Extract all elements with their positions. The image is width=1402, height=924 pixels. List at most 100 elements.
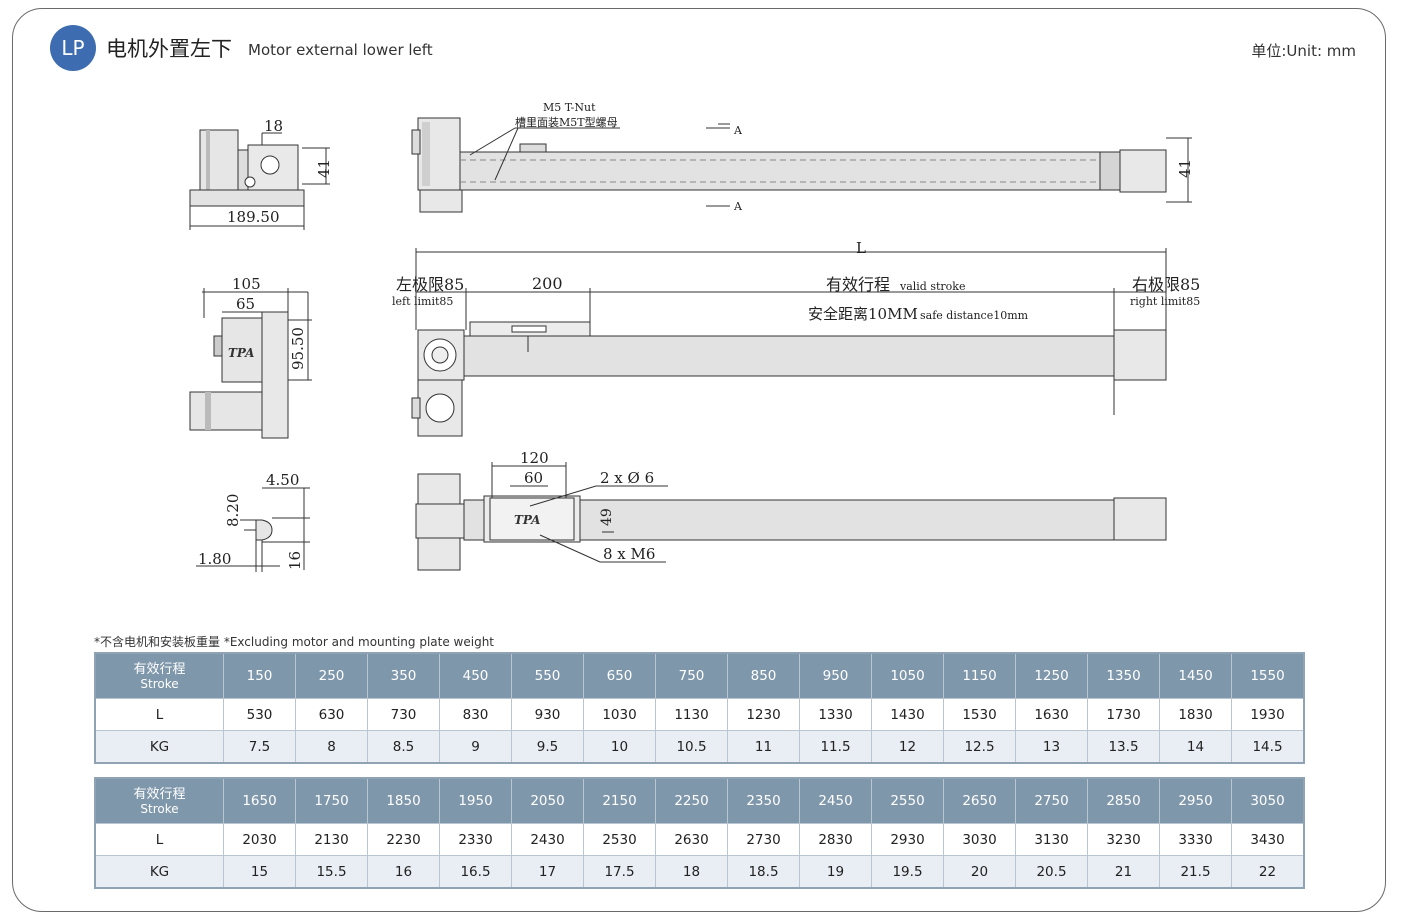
- table-cell: 1850: [367, 777, 440, 824]
- table-cell: 1250: [1015, 652, 1088, 699]
- table-cell: 16.5: [439, 855, 512, 889]
- tpa-logo-side: TPA: [228, 346, 254, 360]
- table-cell: 1130: [655, 698, 728, 731]
- dim-L: L: [856, 239, 866, 257]
- tpa-logo-plan: TPA: [514, 513, 540, 527]
- table-cell: 12: [871, 730, 944, 764]
- table-cell: 2850: [1087, 777, 1160, 824]
- table-cell: 1930: [1231, 698, 1305, 731]
- stroke-header-en: Stroke: [140, 676, 179, 691]
- t-nut-label: M5 T-Nut: [543, 101, 596, 114]
- table-cell: 10.5: [655, 730, 728, 764]
- table-cell: 530: [223, 698, 296, 731]
- left-limit-en: left limit85: [392, 295, 453, 308]
- table-cell: 2930: [871, 823, 944, 856]
- stroke-en: valid stroke: [899, 280, 965, 293]
- hole-spec: 2 x Ø 6: [600, 469, 654, 487]
- table-cell: 14: [1159, 730, 1232, 764]
- table-cell: 11.5: [799, 730, 872, 764]
- dim-41-end: 41: [1176, 159, 1194, 178]
- table-cell: 2530: [583, 823, 656, 856]
- safe-distance-cn: 安全距离10MM: [808, 305, 918, 323]
- table-cell: 2950: [1159, 777, 1232, 824]
- safe-distance-en: safe distance10mm: [920, 309, 1029, 322]
- lp-badge: LP: [50, 25, 96, 71]
- dim-95-50: 95.50: [289, 327, 307, 370]
- table-cell: 11: [727, 730, 800, 764]
- table-cell: 1830: [1159, 698, 1232, 731]
- dim-49: 49: [599, 508, 615, 526]
- table-cell: 650: [583, 652, 656, 699]
- table-cell: 2630: [655, 823, 728, 856]
- left-limit-cn: 左极限85: [396, 275, 464, 294]
- table-cell: 2150: [583, 777, 656, 824]
- stroke-header-cn: 有效行程: [133, 661, 186, 677]
- table-cell: 3030: [943, 823, 1016, 856]
- table-cell: 1430: [871, 698, 944, 731]
- table-cell: 850: [727, 652, 800, 699]
- table-cell: 17: [511, 855, 584, 889]
- dim-1-80: 1.80: [198, 550, 231, 568]
- table-cell: 3430: [1231, 823, 1305, 856]
- table-cell: 550: [511, 652, 584, 699]
- table-cell: 1650: [223, 777, 296, 824]
- table-cell: 1950: [439, 777, 512, 824]
- dim-120: 120: [520, 449, 549, 467]
- table-cell: 1450: [1159, 652, 1232, 699]
- table-cell: 15.5: [295, 855, 368, 889]
- table-cell: 930: [511, 698, 584, 731]
- table-cell: 2350: [727, 777, 800, 824]
- table-cell: 2830: [799, 823, 872, 856]
- technical-drawing: 18 41 189.50 M5 T-Nut 槽里面装M5T型螺母 A A 41: [189, 101, 1200, 572]
- table-cell: 450: [439, 652, 512, 699]
- table-cell: 3330: [1159, 823, 1232, 856]
- table-cell: 250: [295, 652, 368, 699]
- table-cell: 2730: [727, 823, 800, 856]
- table-cell: 1050: [871, 652, 944, 699]
- page-title-cn: 电机外置左下: [106, 37, 232, 61]
- table-cell: 10: [583, 730, 656, 764]
- table-cell: 21: [1087, 855, 1160, 889]
- right-limit-cn: 右极限85: [1132, 275, 1200, 294]
- table-cell: 21.5: [1159, 855, 1232, 889]
- table-cell: 2550: [871, 777, 944, 824]
- table-cell: 730: [367, 698, 440, 731]
- table-cell: 20: [943, 855, 1016, 889]
- stroke-cn: 有效行程: [826, 275, 890, 294]
- table-cell: 2050: [511, 777, 584, 824]
- table-cell: 2230: [367, 823, 440, 856]
- table-cell: 15: [223, 855, 296, 889]
- table-cell: 2650: [943, 777, 1016, 824]
- table-cell: 1330: [799, 698, 872, 731]
- table-cell: 1750: [295, 777, 368, 824]
- table-cell: 3130: [1015, 823, 1088, 856]
- table-cell: 350: [367, 652, 440, 699]
- table-cell: 18.5: [727, 855, 800, 889]
- table-cell: 2130: [295, 823, 368, 856]
- row-label: KG: [94, 855, 224, 889]
- dim-200: 200: [532, 274, 563, 293]
- table-cell: 8.5: [367, 730, 440, 764]
- table-cell: 1030: [583, 698, 656, 731]
- table-cell: 1730: [1087, 698, 1160, 731]
- section-detail: [196, 487, 310, 572]
- table-cell: 2030: [223, 823, 296, 856]
- table-cell: 8: [295, 730, 368, 764]
- stroke-header-cn: 有效行程: [133, 786, 186, 802]
- row-label: KG: [94, 730, 224, 764]
- table-cell: 3050: [1231, 777, 1305, 824]
- table-cell: 9.5: [511, 730, 584, 764]
- table-cell: 2430: [511, 823, 584, 856]
- table-cell: 2450: [799, 777, 872, 824]
- table-cell: 1350: [1087, 652, 1160, 699]
- table-cell: 14.5: [1231, 730, 1305, 764]
- table-cell: 19: [799, 855, 872, 889]
